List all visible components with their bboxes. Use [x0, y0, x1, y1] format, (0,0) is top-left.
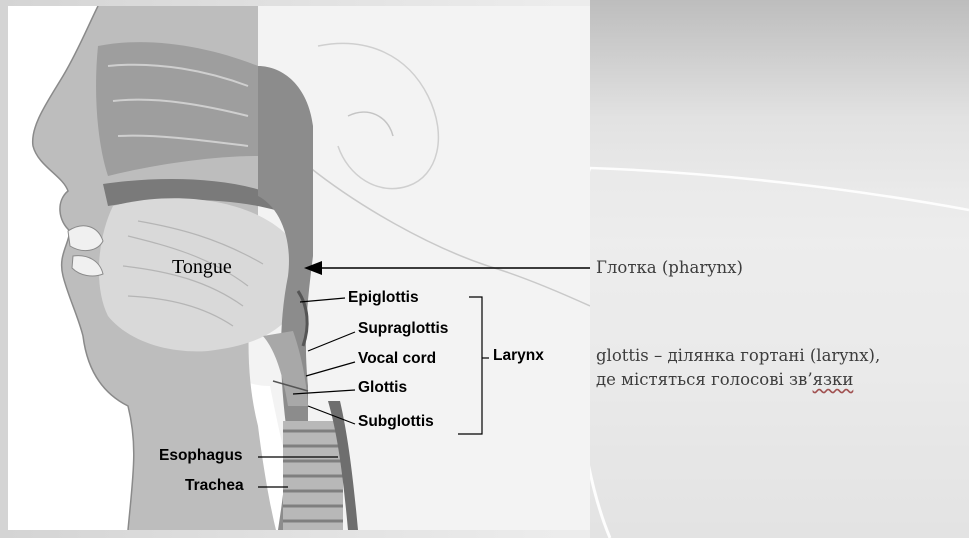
spellcheck-underlined-word: язки — [813, 370, 854, 389]
glottis-definition-line-1: glottis – ділянка гортані (larynx), — [596, 344, 880, 368]
supraglottis-label: Supraglottis — [358, 320, 448, 338]
pharynx-annotation: Глотка (pharynx) — [596, 256, 743, 280]
tongue-label: Tongue — [172, 256, 232, 279]
larynx-label: Larynx — [493, 347, 544, 365]
subglottis-label: Subglottis — [358, 413, 434, 431]
epiglottis-label: Epiglottis — [348, 289, 419, 307]
glottis-definition-line-2: де містяться голосові зв’язки — [596, 368, 880, 392]
glottis-label: Glottis — [358, 379, 407, 397]
trachea-label: Trachea — [185, 477, 244, 495]
vocal-cord-label: Vocal cord — [358, 350, 436, 368]
glottis-definition: glottis – ділянка гортані (larynx), де м… — [596, 344, 880, 392]
anatomy-illustration: Tongue Epiglottis Supraglottis Vocal cor… — [8, 6, 590, 530]
glottis-definition-line-2-text: де містяться голосові зв’ — [596, 370, 813, 389]
esophagus-label: Esophagus — [159, 447, 243, 465]
head-cross-section-drawing — [8, 6, 590, 530]
